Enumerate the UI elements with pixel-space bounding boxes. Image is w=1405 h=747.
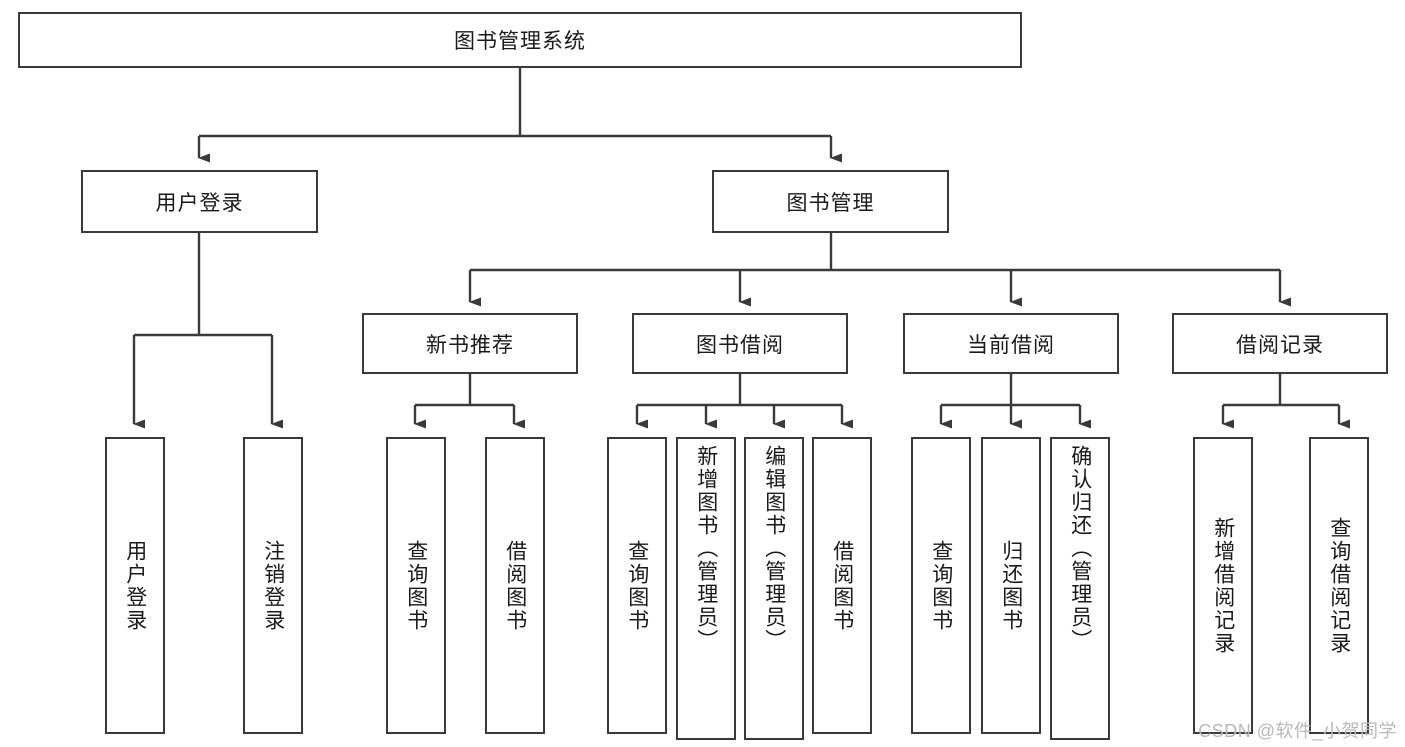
node-label: 查询图书: [929, 539, 953, 632]
leaf-query-book-recommend[interactable]: 查询图书: [386, 437, 446, 734]
node-label: 编辑图书（管理员）: [762, 445, 786, 652]
node-label: 注销登录: [261, 539, 285, 632]
leaf-user-login[interactable]: 用户登录: [105, 437, 165, 734]
node-label: 借阅图书: [503, 539, 527, 632]
leaf-user-logout[interactable]: 注销登录: [243, 437, 303, 734]
node-label: 图书借阅: [696, 333, 784, 357]
node-label: 归还图书: [999, 539, 1023, 632]
node-label: 图书管理: [786, 191, 875, 215]
node-label: 借阅记录: [1236, 333, 1324, 357]
leaf-query-book-current[interactable]: 查询图书: [911, 437, 971, 734]
node-label: 借阅图书: [830, 539, 854, 632]
node-label: 查询图书: [625, 539, 649, 632]
leaf-query-borrow-record[interactable]: 查询借阅记录: [1309, 437, 1369, 734]
node-label: 图书管理系统: [454, 30, 586, 53]
leaf-add-book[interactable]: 新增图书（管理员）: [676, 437, 736, 740]
node-book-manage[interactable]: 图书管理: [712, 170, 949, 233]
node-current-borrow[interactable]: 当前借阅: [903, 313, 1119, 374]
node-label: 新增借阅记录: [1211, 516, 1235, 655]
node-book-borrow[interactable]: 图书借阅: [632, 313, 848, 374]
leaf-add-borrow-record[interactable]: 新增借阅记录: [1193, 437, 1253, 734]
node-label: 新增图书（管理员）: [694, 445, 718, 652]
leaf-edit-book[interactable]: 编辑图书（管理员）: [744, 437, 804, 740]
leaf-confirm-return[interactable]: 确认归还（管理员）: [1050, 437, 1110, 740]
node-label: 当前借阅: [967, 333, 1055, 357]
leaf-return-book[interactable]: 归还图书: [981, 437, 1041, 734]
node-label: 用户登录: [155, 191, 244, 215]
node-label: 查询图书: [404, 539, 428, 632]
node-new-book-recommend[interactable]: 新书推荐: [362, 313, 578, 374]
node-label: 新书推荐: [426, 333, 514, 357]
leaf-query-book-borrow[interactable]: 查询图书: [607, 437, 667, 734]
node-label: 用户登录: [123, 539, 147, 632]
watermark-text: CSDN @软件_小贺同学: [1198, 721, 1397, 741]
node-label: 确认归还（管理员）: [1068, 445, 1092, 652]
node-label: 查询借阅记录: [1327, 516, 1351, 655]
node-borrow-record[interactable]: 借阅记录: [1172, 313, 1388, 374]
leaf-borrow-book-recommend[interactable]: 借阅图书: [485, 437, 545, 734]
node-user-login[interactable]: 用户登录: [81, 170, 318, 233]
node-root-system[interactable]: 图书管理系统: [18, 12, 1022, 68]
leaf-borrow-book-borrow[interactable]: 借阅图书: [812, 437, 872, 734]
